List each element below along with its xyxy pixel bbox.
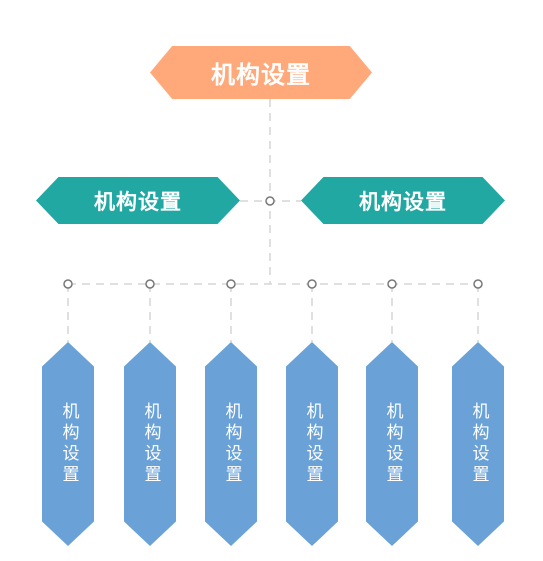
- leaf-org-label-4: 机构设置: [302, 402, 323, 486]
- leaf-org-node-5: 机构设置: [366, 342, 418, 546]
- leaf-joint-5: [387, 279, 397, 289]
- leaf-joint-1: [63, 279, 73, 289]
- top-org-label: 机构设置: [211, 61, 311, 89]
- leaf-joint-3: [226, 279, 236, 289]
- leaf-org-label-5: 机构设置: [382, 402, 403, 486]
- leaf-org-node-6: 机构设置: [452, 342, 504, 546]
- top-org-node: 机构设置: [150, 46, 372, 99]
- middle-org-label-right: 机构设置: [359, 189, 447, 214]
- leaf-joint-6: [473, 279, 483, 289]
- leaf-org-node-2: 机构设置: [124, 342, 176, 546]
- leaf-org-node-1: 机构设置: [42, 342, 94, 546]
- middle-joint: [265, 196, 275, 206]
- leaf-org-label-1: 机构设置: [58, 402, 79, 486]
- leaf-org-label-3: 机构设置: [221, 402, 242, 486]
- middle-org-label-left: 机构设置: [94, 189, 182, 214]
- leaf-org-node-3: 机构设置: [205, 342, 257, 546]
- leaf-joint-2: [145, 279, 155, 289]
- middle-org-node-left: 机构设置: [36, 177, 240, 224]
- middle-org-node-right: 机构设置: [301, 177, 505, 224]
- leaf-org-label-2: 机构设置: [140, 402, 161, 486]
- leaf-org-label-6: 机构设置: [468, 402, 489, 486]
- leaf-org-node-4: 机构设置: [286, 342, 338, 546]
- leaf-joint-4: [307, 279, 317, 289]
